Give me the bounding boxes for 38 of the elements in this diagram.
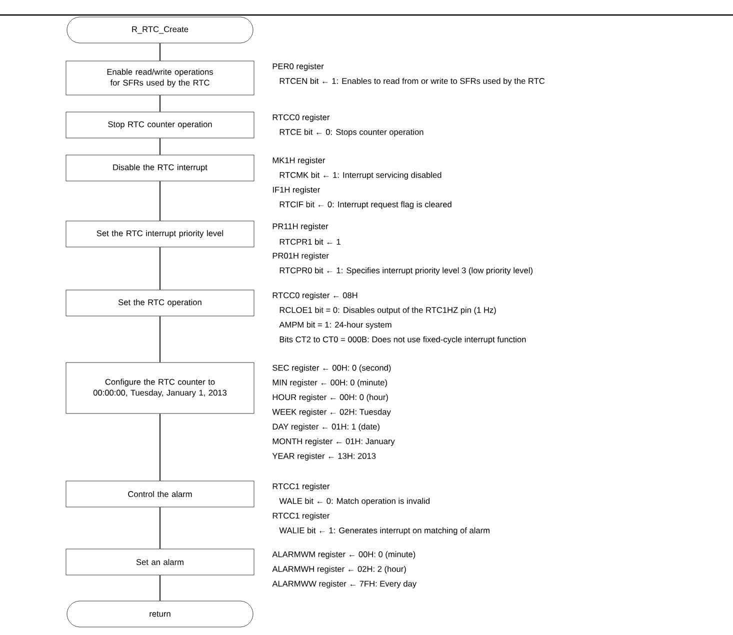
- annotation-text: YEAR register ← 13H: 2013: [272, 452, 376, 461]
- annotation-text: RTCPR1 bit ← 1: [280, 238, 340, 245]
- process-box: Configure the RTC counter to 00:00:00, Tuesday, January 1, 2013: [66, 362, 254, 414]
- annotation-text: DAY register ← 01H: 1 (date): [272, 423, 380, 432]
- process-box: Disable the RTC interrupt: [66, 154, 254, 182]
- annotation-text: WALIE bit ← 1: Generates interrupt on matching of alarm: [279, 527, 490, 535]
- annotation-text: ALARMWH register ← 02H: 2 (hour): [272, 566, 406, 574]
- annotation-text: RTCMK bit ← 1: Interrupt servicing disabled: [280, 172, 442, 180]
- annotation-text: MK1H register: [272, 157, 326, 165]
- annotation-text: RTCPR0 bit ← 1: Specifies interrupt priority level 3 (low priority level): [280, 267, 532, 275]
- annotation-text: WALE bit ← 0: Match operation is invalid: [279, 498, 430, 506]
- process-box: Set the RTC interrupt priority level: [66, 220, 254, 248]
- process-box: Enable read/write operations for SFRs used by the RTC: [66, 60, 254, 96]
- annotation-text: WEEK register ← 02H: Tuesday: [272, 408, 391, 416]
- annotation-text: IF1H register: [272, 186, 320, 194]
- annotation-text: HOUR register ← 00H: 0 (hour): [272, 394, 388, 402]
- annotation-text: RTCEN bit ← 1: Enables to read from or write to SFRs used by the RTC: [280, 78, 545, 86]
- annotation-text: MIN register ← 00H: 0 (minute): [272, 379, 387, 388]
- annotation-text: Bits CT2 to CT0 = 000B: Does not use fixed-cycle interrupt function: [280, 336, 526, 344]
- annotation-text: RTCC1 register: [272, 483, 330, 491]
- process-box: Set an alarm: [66, 548, 254, 576]
- annotation-text: PR11H register: [272, 223, 328, 231]
- annotation-text: PR01H register: [272, 252, 329, 260]
- annotation-text: RCLOE1 bit = 0: Disables output of the RTC1HZ pin (1 Hz): [280, 306, 496, 315]
- annotation-text: RTCE bit ← 0: Stops counter operation: [280, 128, 424, 137]
- annotation-text: ALARMWW register ← 7FH: Every day: [272, 580, 417, 588]
- annotation-text: RTCC1 register: [272, 512, 330, 520]
- annotation-text: RTCIF bit ← 0: Interrupt request flag is cleared: [280, 201, 452, 209]
- annotation-text: MONTH register ← 01H: January: [272, 438, 395, 446]
- process-box: Set the RTC operation: [66, 290, 254, 316]
- annotation-text: ALARMWM register ← 00H: 0 (minute): [272, 551, 416, 559]
- annotation-text: AMPM bit = 1: 24-hour system: [279, 322, 392, 330]
- annotation-text: RTCC0 register ← 08H: [272, 292, 358, 300]
- annotation-text: PER0 register: [272, 63, 324, 71]
- process-box: Stop RTC counter operation: [66, 112, 254, 138]
- annotation-text: RTCC0 register: [272, 114, 330, 122]
- annotation-text: SEC register ← 00H: 0 (second): [272, 364, 391, 372]
- process-box: Control the alarm: [66, 480, 254, 508]
